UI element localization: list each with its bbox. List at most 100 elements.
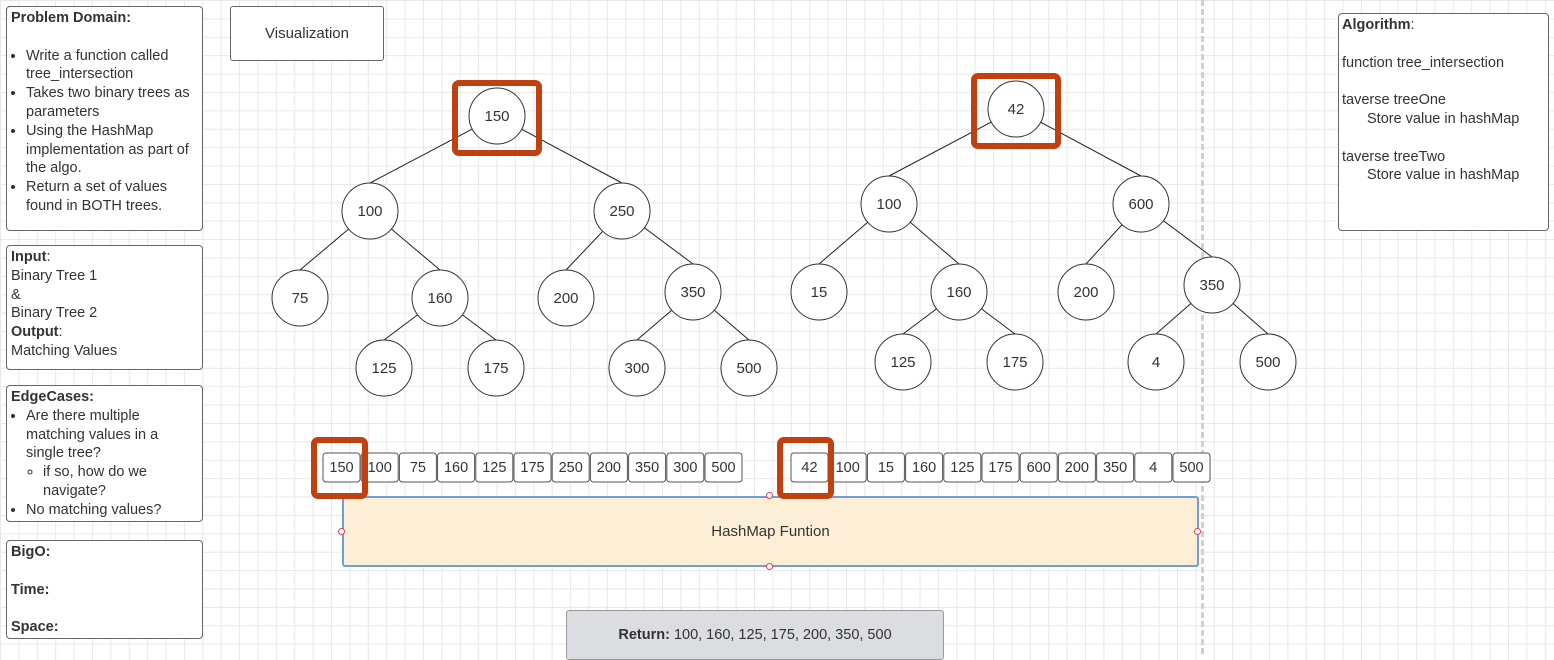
array-two-cell-label: 175 — [988, 460, 1012, 476]
tree-two-node — [986, 333, 1044, 391]
array-two-cell-label: 350 — [1103, 460, 1127, 476]
tree-one-node-label: 250 — [609, 203, 634, 220]
edge-cases-card[interactable]: EdgeCases: Are there multiple matching v… — [6, 385, 203, 522]
tree-two-node — [1127, 333, 1185, 391]
return-box[interactable]: Return: 100, 160, 125, 175, 200, 350, 50… — [566, 610, 944, 660]
array-one-cell-label: 350 — [635, 460, 659, 476]
array-one-cell-label: 125 — [482, 460, 506, 476]
array-two-cell-label: 125 — [950, 460, 974, 476]
root-highlight — [452, 80, 542, 156]
array-two-cell — [1057, 452, 1096, 483]
resize-handle-right[interactable] — [1194, 528, 1201, 535]
array-one-cell-label: 500 — [711, 460, 735, 476]
return-value: 100, 160, 125, 175, 200, 350, 500 — [673, 627, 892, 643]
tree-two-node — [930, 263, 988, 321]
array-two-cell-label: 42 — [801, 460, 817, 476]
tree-one-node — [608, 339, 666, 397]
tree-one-node-label: 75 — [292, 290, 309, 307]
array-one-cell — [628, 452, 667, 483]
array-two-cell-label: 4 — [1149, 460, 1157, 476]
array-one-cell-label: 250 — [559, 460, 583, 476]
list-item: if so, how do we navigate? — [43, 463, 198, 501]
list-item: Are there multiple matching values in a … — [26, 407, 198, 501]
tree-one-node — [720, 339, 778, 397]
array-one-cell — [513, 452, 552, 483]
return-label: Return: — [618, 627, 670, 643]
tree-one-node-label: 300 — [624, 360, 649, 377]
array-two-cell — [1172, 452, 1211, 483]
tree-one-node — [593, 182, 651, 240]
array-two-cell-label: 100 — [836, 460, 860, 476]
input-ampersand: & — [11, 286, 21, 303]
array-one-cell — [322, 452, 361, 483]
tree-two-node-label: 500 — [1255, 354, 1280, 371]
tree-two-node-label: 15 — [811, 284, 828, 301]
visualization-label: Visualization — [265, 25, 349, 42]
input-tree-2: Binary Tree 2 — [11, 305, 98, 322]
array-two-cell — [1134, 452, 1173, 483]
array-highlight — [777, 437, 834, 499]
edge-cases-title: EdgeCases: — [11, 389, 95, 405]
array-two-cell — [1096, 452, 1135, 483]
space-label: Space: — [11, 619, 59, 636]
array-two-cell-label: 600 — [1027, 460, 1051, 476]
bigo-card[interactable]: BigO: Time: Space: — [6, 540, 203, 639]
tree-one-node — [355, 339, 413, 397]
array-one-cell — [360, 452, 399, 483]
list-item: No matching values? — [26, 501, 198, 520]
array-one-cell — [589, 452, 628, 483]
resize-handle-bottom[interactable] — [766, 563, 773, 570]
algorithm-card[interactable]: Algorithm: function tree_intersection ta… — [1338, 13, 1549, 231]
array-one-cell — [704, 452, 743, 483]
array-one-cell-label: 200 — [597, 460, 621, 476]
tree-two-node-label: 350 — [1199, 277, 1224, 294]
array-highlight — [311, 437, 368, 499]
algorithm-line: taverse treeOne — [1342, 92, 1446, 109]
algorithm-title: Algorithm — [1342, 17, 1411, 33]
tree-one-node-label: 500 — [736, 360, 761, 377]
array-one-cell — [666, 452, 705, 483]
array-one-cell-label: 75 — [410, 460, 426, 476]
array-one-cell-label: 300 — [673, 460, 697, 476]
tree-two-node-label: 160 — [946, 284, 971, 301]
array-one-cell — [437, 452, 476, 483]
hashmap-label: HashMap Funtion — [711, 523, 830, 540]
list-item: Takes two binary trees as parameters — [26, 84, 198, 122]
dashed-divider — [1201, 0, 1204, 654]
tree-two-node — [1239, 333, 1297, 391]
algorithm-line: function tree_intersection — [1342, 54, 1505, 71]
list-item: Write a function called tree_intersectio… — [26, 47, 198, 85]
root-highlight — [971, 73, 1061, 149]
tree-two-node — [874, 333, 932, 391]
tree-two-node-label: 100 — [876, 196, 901, 213]
array-one-cell-label: 175 — [520, 460, 544, 476]
array-one-cell-label: 160 — [444, 460, 468, 476]
tree-two-node — [1057, 263, 1115, 321]
tree-two-node-label: 42 — [1008, 101, 1025, 118]
tree-one-node — [271, 269, 329, 327]
algorithm-line: Store value in hashMap — [1367, 167, 1520, 184]
array-two-cell-label: 200 — [1065, 460, 1089, 476]
tree-one-node-label: 125 — [371, 360, 396, 377]
problem-domain-list: Write a function called tree_intersectio… — [11, 47, 198, 216]
problem-domain-card[interactable]: Problem Domain: Write a function called … — [6, 6, 203, 231]
tree-one-node-label: 350 — [680, 284, 705, 301]
time-label: Time: — [11, 581, 50, 598]
tree-two-node — [1183, 256, 1241, 314]
list-item: Return a set of values found in BOTH tre… — [26, 178, 198, 216]
problem-domain-title: Problem Domain: — [11, 10, 132, 26]
tree-one-node-label: 100 — [357, 203, 382, 220]
resize-handle-left[interactable] — [338, 528, 345, 535]
tree-two-node-label: 600 — [1128, 196, 1153, 213]
tree-one-node — [411, 269, 469, 327]
tree-two-node — [860, 175, 918, 233]
visualization-box[interactable]: Visualization — [230, 6, 384, 61]
resize-handle-top[interactable] — [766, 492, 773, 499]
input-output-card[interactable]: Input: Binary Tree 1 & Binary Tree 2 Out… — [6, 245, 203, 370]
algorithm-line: taverse treeTwo — [1342, 148, 1446, 165]
output-value: Matching Values — [11, 342, 118, 359]
input-label: Input — [11, 249, 47, 265]
array-two-cell-label: 15 — [878, 460, 894, 476]
array-two-cell — [866, 452, 905, 483]
